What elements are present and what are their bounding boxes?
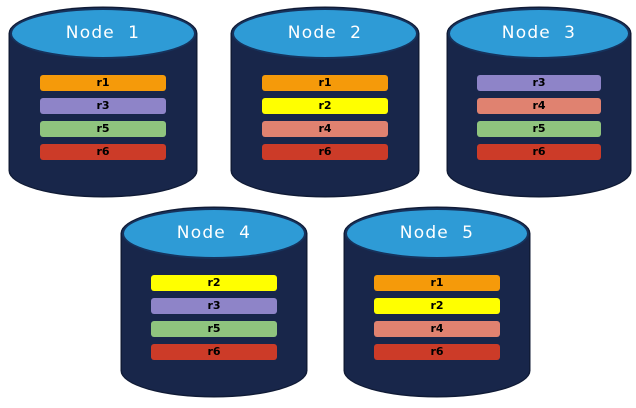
replica-bar-r6[interactable]: r6 (151, 343, 277, 360)
replica-bar-r2[interactable]: r2 (374, 297, 500, 314)
node-label: Node 5 (399, 223, 475, 244)
replica-bar-r5[interactable]: r5 (151, 320, 277, 337)
cylinder-top-ellipse (122, 208, 306, 259)
node-label: Node 2 (287, 23, 363, 44)
replica-bar-r4[interactable]: r4 (477, 97, 601, 114)
node-cylinder-3[interactable]: Node 3 r3 r4 r5 r6 (448, 8, 630, 196)
replica-bar-r6[interactable]: r6 (39, 143, 167, 160)
replica-list: r3 r4 r5 r6 (477, 74, 601, 160)
replica-list: r1 r2 r4 r6 (374, 274, 500, 360)
node-cylinder-5[interactable]: Node 5 r1 r2 r4 r6 (345, 208, 529, 396)
replica-bar-r5[interactable]: r5 (477, 120, 601, 137)
cylinder-top-ellipse (232, 8, 418, 59)
replica-bar-r3[interactable]: r3 (477, 74, 601, 91)
node-cylinder-2[interactable]: Node 2 r1 r2 r4 r6 (232, 8, 418, 196)
replica-list: r1 r3 r5 r6 (39, 74, 167, 160)
replica-bar-r6[interactable]: r6 (261, 143, 389, 160)
node-label: Node 4 (176, 223, 252, 244)
replica-bar-r3[interactable]: r3 (39, 97, 167, 114)
replica-list: r2 r3 r5 r6 (151, 274, 277, 360)
replica-bar-r6[interactable]: r6 (374, 343, 500, 360)
replica-bar-r3[interactable]: r3 (151, 297, 277, 314)
replica-bar-r5[interactable]: r5 (39, 120, 167, 137)
cylinder-top-ellipse (345, 208, 529, 259)
node-label: Node 1 (65, 23, 141, 44)
node-cylinder-1[interactable]: Node 1 r1 r3 r5 r6 (10, 8, 196, 196)
node-cylinder-4[interactable]: Node 4 r2 r3 r5 r6 (122, 208, 306, 396)
replica-list: r1 r2 r4 r6 (261, 74, 389, 160)
replica-bar-r1[interactable]: r1 (261, 74, 389, 91)
replica-bar-r2[interactable]: r2 (261, 97, 389, 114)
cylinder-top-ellipse (448, 8, 630, 59)
replica-bar-r6[interactable]: r6 (477, 143, 601, 160)
replica-bar-r4[interactable]: r4 (374, 320, 500, 337)
cylinder-top-ellipse (10, 8, 196, 59)
node-label: Node 3 (501, 23, 577, 44)
replica-bar-r2[interactable]: r2 (151, 274, 277, 291)
replica-bar-r1[interactable]: r1 (374, 274, 500, 291)
replica-bar-r1[interactable]: r1 (39, 74, 167, 91)
replica-bar-r4[interactable]: r4 (261, 120, 389, 137)
